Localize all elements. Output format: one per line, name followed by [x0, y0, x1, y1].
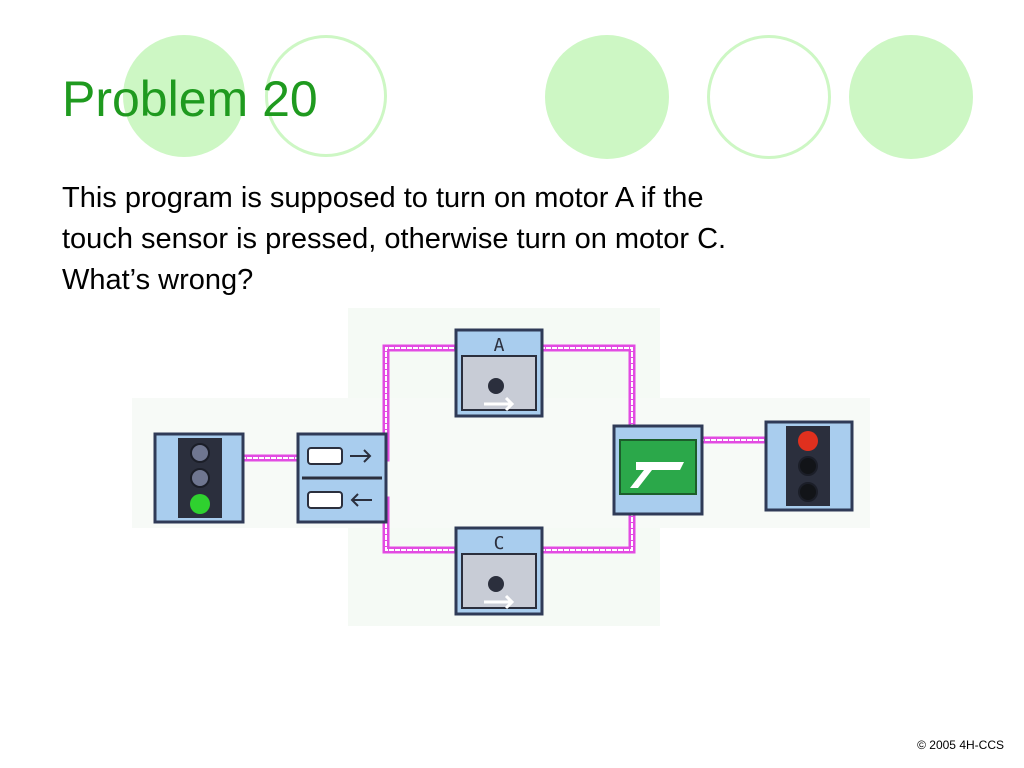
merge-icon: [612, 424, 704, 516]
diagram-bg-wide: [132, 398, 870, 528]
decor-circle-filled-3: [849, 35, 973, 159]
touch-sensor-fork-icon: [296, 432, 388, 524]
decor-circle-filled-2: [545, 35, 669, 159]
motor-c-label: C: [494, 533, 505, 554]
body-line-3: What’s wrong?: [62, 264, 254, 296]
stop-traffic-light-icon: [764, 420, 854, 512]
motor-a-label: A: [494, 335, 505, 356]
decor-circle-filled-1: [123, 35, 245, 157]
copyright-footer: © 2005 4H-CCS: [917, 738, 1004, 752]
decor-circle-ring-2: [707, 35, 831, 159]
slide-body: This program is supposed to turn on moto…: [62, 178, 892, 301]
start-traffic-light-icon: [153, 432, 245, 524]
slide-title: Problem 20: [62, 71, 318, 127]
motor-a-icon: A: [454, 328, 544, 418]
body-line-1: This program is supposed to turn on moto…: [62, 182, 704, 214]
wires: [238, 344, 770, 554]
motor-c-icon: C: [454, 526, 544, 616]
body-line-2: touch sensor is pressed, otherwise turn …: [62, 223, 727, 255]
decor-circle-ring-1: [265, 35, 387, 157]
